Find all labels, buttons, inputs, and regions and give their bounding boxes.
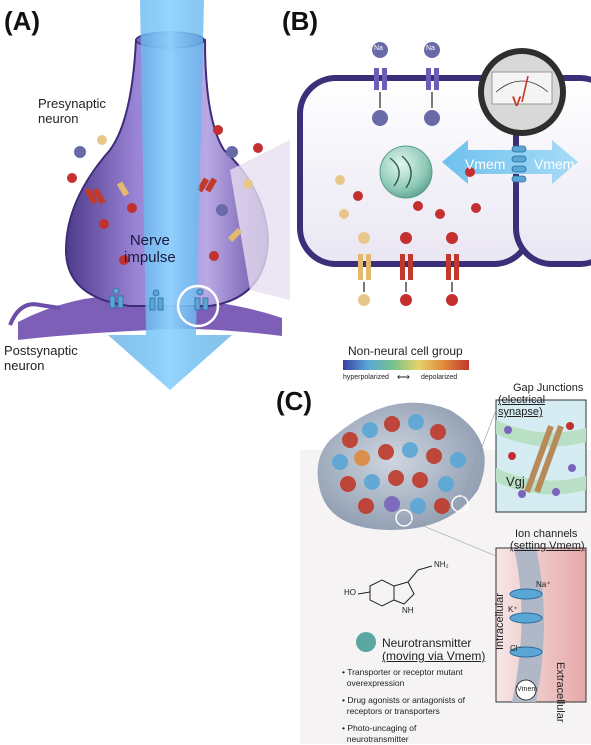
synapse-highlight-circle	[176, 284, 220, 328]
na-ion-label: Na⁺	[536, 580, 551, 589]
scale-arrow: ⟷	[397, 372, 410, 382]
bullet-item: • Transporter or receptor mutant overexp…	[342, 667, 463, 688]
synapse-illustration	[8, 0, 290, 390]
na-label-2: Na	[426, 45, 435, 52]
na-ions-b	[372, 42, 440, 126]
vmem-color-scale	[343, 360, 469, 370]
na-channels-top	[374, 68, 439, 108]
voltmeter-icon	[478, 48, 566, 136]
nerve-impulse-arrow	[108, 0, 232, 390]
bottom-channels	[358, 232, 459, 306]
molecule-ho-label: HO	[344, 588, 356, 597]
intracellular-label: Intracellular	[494, 593, 506, 650]
neurotransmitter-icon	[356, 632, 376, 652]
bullet-item: • Drug agonists or antagonists of recept…	[342, 695, 465, 716]
vmem-circle-label: Vmem	[517, 686, 538, 693]
ions-a	[67, 125, 263, 265]
k-ion-label: K⁺	[508, 605, 518, 614]
neurotransmitter-title: Neurotransmitter	[382, 636, 472, 650]
cell-vmem-illustration	[297, 42, 591, 306]
ion-channels-subtitle: (setting Vmem)	[510, 540, 585, 552]
na-label-1: Na	[374, 45, 383, 52]
gap-junction-title: Gap Junctions	[513, 382, 584, 394]
membrane-channels	[84, 177, 243, 243]
molecule-nh2-label: NH₂	[434, 560, 449, 569]
extracellular-label: Extracellular	[554, 662, 566, 723]
vmem-right-label: Vmem	[534, 156, 575, 172]
panel-b-label: (B)	[282, 6, 319, 36]
ions-b	[335, 167, 481, 219]
cell-group-title: Non-neural cell group	[348, 344, 463, 358]
ion-channels-title: Ion channels	[515, 528, 578, 540]
bullet-list: • Transporter or receptor mutant overexp…	[342, 667, 465, 745]
gap-junction-b	[511, 145, 527, 183]
synaptic-receptors	[109, 287, 209, 311]
vgj-label: Vgj	[506, 474, 525, 489]
panel-a-label: (A)	[4, 6, 41, 36]
cl-ion-label: Cl⁻	[510, 644, 522, 653]
scale-right-label: depolarized	[421, 374, 458, 381]
bullet-item: • Photo-uncaging of neurotransmitter	[342, 723, 417, 744]
neurotransmitter-subtitle: (moving via Vmem)	[382, 649, 486, 663]
voltmeter-letter: V	[512, 93, 522, 109]
neurotransmitter-molecule	[357, 565, 433, 607]
vmem-arrow	[442, 140, 578, 184]
scale-left-label: hyperpolarized	[343, 374, 389, 381]
vmem-left-label: Vmem	[465, 156, 506, 172]
molecule-nh-label: NH	[402, 606, 414, 615]
nucleus	[379, 145, 433, 199]
cell-cluster	[332, 414, 466, 514]
panel-c-label: (C)	[276, 386, 313, 416]
gap-junction-subtitle: (electrical synapse)	[498, 394, 546, 418]
cell-group-illustration	[300, 399, 591, 744]
